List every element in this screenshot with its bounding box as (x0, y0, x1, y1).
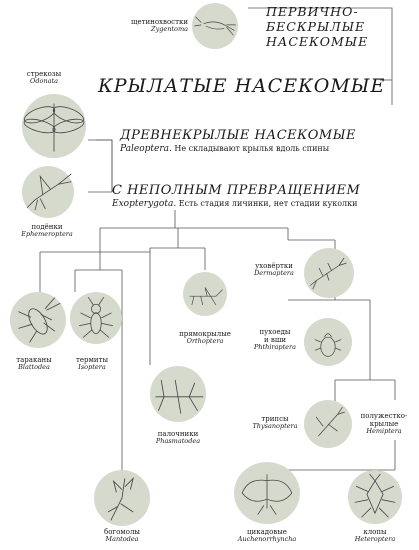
phasmatodea-circle (150, 366, 206, 422)
auchenorrhyncha-circle (234, 462, 300, 524)
exopterygota-latin: Exopterygota. (112, 199, 177, 209)
heading-apterygota: ПЕРВИЧНО- БЕСКРЫЛЫЕ НАСЕКОМЫЕ (266, 4, 369, 49)
paleoptera-description: Не складывают крылья вдоль спины (174, 144, 330, 153)
heteroptera-circle (348, 470, 402, 524)
mayfly-icon (26, 173, 72, 211)
thrips-icon (315, 407, 345, 437)
mantodea-circle (94, 470, 150, 526)
dermaptera-circle (304, 248, 354, 298)
paleoptera-desc: Paleoptera. Не складывают крылья вдоль с… (120, 144, 415, 154)
phthiraptera-circle (304, 318, 352, 366)
heading-exopterygota: С НЕПОЛНЫМ ПРЕВРАЩЕНИЕМ Exopterygota. Ес… (112, 183, 417, 209)
true-bug-icon (354, 473, 396, 518)
mantis-icon (107, 477, 134, 521)
orthoptera-circle (183, 272, 227, 316)
silverfish-icon (194, 16, 236, 36)
termite-icon (79, 296, 113, 338)
cicada-icon (241, 474, 293, 515)
grasshopper-icon (189, 287, 223, 306)
blattodea-circle (10, 292, 66, 348)
exopterygota-title: С НЕПОЛНЫМ ПРЕВРАЩЕНИЕМ (112, 183, 361, 198)
exopterygota-description: Есть стадия личинки, нет стадии куколки (178, 199, 358, 208)
dragonfly-icon (23, 103, 85, 152)
zygentoma-circle (192, 3, 238, 49)
odonata-circle (22, 94, 86, 158)
cockroach-icon (18, 297, 61, 343)
exopterygota-desc: Exopterygota. Есть стадия личинки, нет с… (112, 199, 417, 209)
paleoptera-title: ДРЕВНЕКРЫЛЫЕ НАСЕКОМЫЕ (120, 128, 356, 143)
isoptera-circle (70, 292, 122, 344)
ephemeroptera-circle (22, 166, 74, 218)
earwig-icon (310, 257, 347, 290)
paleoptera-latin: Paleoptera. (120, 144, 172, 154)
thysanoptera-circle (304, 400, 352, 448)
heading-pterygota: КРЫЛАТЫЕ НАСЕКОМЫЕ (98, 75, 386, 97)
stick-insect-icon (155, 379, 204, 414)
heading-paleoptera: ДРЕВНЕКРЫЛЫЕ НАСЕКОМЫЕ Paleoptera. Не ск… (120, 128, 415, 154)
louse-icon (314, 333, 342, 357)
